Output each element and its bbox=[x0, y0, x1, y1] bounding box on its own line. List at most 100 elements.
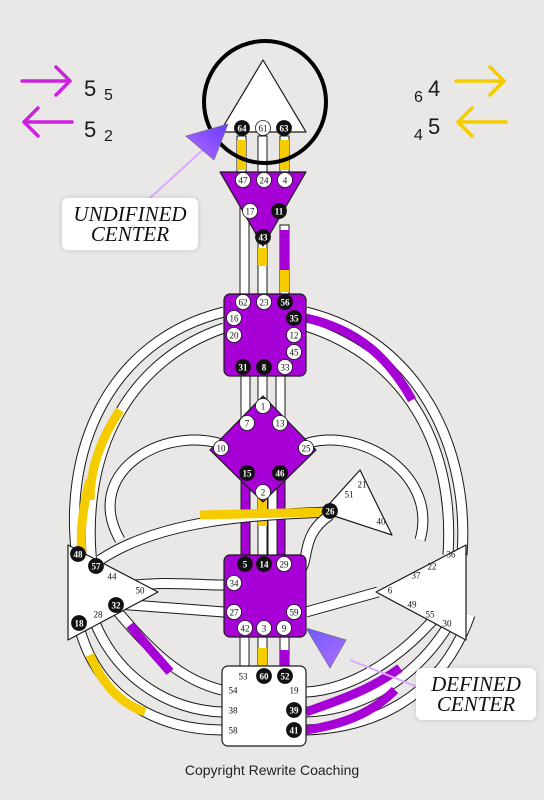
gate-55-label: 55 bbox=[426, 610, 436, 620]
copyright-text: Copyright Rewrite Coaching bbox=[184, 762, 360, 778]
gate-47-label: 47 bbox=[239, 176, 249, 186]
gate-50: 50 bbox=[136, 586, 146, 596]
gate-57-label: 57 bbox=[92, 562, 102, 572]
gate-10-label: 10 bbox=[217, 444, 227, 454]
gate-52-label: 52 bbox=[281, 672, 291, 682]
defined-callout-line2: CENTER bbox=[436, 692, 516, 716]
arrow-right-icon bbox=[454, 65, 506, 97]
gate-12-label: 12 bbox=[290, 331, 299, 341]
gate-44-label: 44 bbox=[108, 572, 118, 582]
left-arrow-2-big: 5 bbox=[84, 117, 96, 142]
gate-58-label: 58 bbox=[229, 726, 239, 736]
gate-32: 32 bbox=[108, 597, 124, 613]
gate-27-circle bbox=[226, 604, 242, 620]
right-arrow-1-big: 4 bbox=[428, 76, 440, 101]
gate-3-circle bbox=[256, 620, 272, 636]
undefined-callout-line1: UNDIFINED bbox=[73, 202, 187, 226]
gate-21-label: 21 bbox=[358, 480, 367, 490]
ego-center bbox=[321, 469, 393, 536]
gate-25-circle bbox=[298, 440, 314, 456]
gate-18-label: 18 bbox=[75, 619, 85, 629]
gate-32-label: 32 bbox=[112, 601, 122, 611]
gate-5-label: 5 bbox=[243, 560, 248, 570]
gate-61-label: 61 bbox=[259, 124, 268, 134]
gate-11-label: 11 bbox=[275, 207, 284, 217]
gate-32-circle bbox=[108, 597, 124, 613]
gate-39: 39 bbox=[286, 702, 302, 718]
gate-30-label: 30 bbox=[443, 619, 453, 629]
gate-22: 22 bbox=[428, 562, 437, 572]
gate-20: 20 bbox=[226, 327, 242, 343]
gate-41-circle bbox=[286, 722, 302, 738]
gate-33-label: 33 bbox=[281, 363, 291, 373]
gate-15-circle bbox=[239, 465, 255, 481]
gate-39-label: 39 bbox=[290, 706, 300, 716]
gate-53-label: 53 bbox=[239, 672, 249, 682]
gate-29: 29 bbox=[276, 556, 292, 572]
gate-49-label: 49 bbox=[408, 600, 418, 610]
gate-13-label: 13 bbox=[276, 419, 286, 429]
gate-27: 27 bbox=[226, 604, 242, 620]
curved-channels bbox=[69, 306, 476, 736]
gate-8: 8 bbox=[256, 359, 272, 375]
gate-29-circle bbox=[276, 556, 292, 572]
g-center bbox=[209, 395, 317, 503]
gate-54-label: 54 bbox=[229, 686, 239, 696]
gate-60-circle bbox=[256, 668, 272, 684]
gate-48: 48 bbox=[70, 546, 86, 562]
gate-57-circle bbox=[88, 558, 104, 574]
gate-14-label: 14 bbox=[260, 560, 270, 570]
gate-45-label: 45 bbox=[290, 348, 300, 358]
gate-36-label: 36 bbox=[447, 550, 457, 560]
gate-3: 3 bbox=[256, 620, 272, 636]
gate-52: 52 bbox=[277, 668, 293, 684]
gate-64-label: 64 bbox=[238, 124, 248, 134]
gate-26: 26 bbox=[322, 503, 338, 519]
gate-23-circle bbox=[256, 294, 272, 310]
gate-1-circle bbox=[255, 398, 271, 414]
gate-46-label: 46 bbox=[276, 469, 286, 479]
gate-48-label: 48 bbox=[74, 550, 84, 560]
gate-41-label: 41 bbox=[290, 726, 300, 736]
gate-51-label: 51 bbox=[345, 490, 354, 500]
gate-14-circle bbox=[256, 556, 272, 572]
gate-19: 19 bbox=[290, 686, 300, 696]
gate-21: 21 bbox=[358, 480, 367, 490]
gate-59: 59 bbox=[286, 604, 302, 620]
gate-38: 38 bbox=[229, 706, 239, 716]
gate-16-label: 16 bbox=[230, 314, 240, 324]
gate-19-label: 19 bbox=[290, 686, 300, 696]
gate-15-label: 15 bbox=[243, 469, 253, 479]
gate-44: 44 bbox=[108, 572, 118, 582]
gate-40-label: 40 bbox=[377, 517, 387, 527]
gate-25: 25 bbox=[298, 440, 314, 456]
gate-56: 56 bbox=[277, 294, 293, 310]
gate-33: 33 bbox=[277, 359, 293, 375]
gate-63-label: 63 bbox=[280, 124, 290, 134]
gate-5-circle bbox=[237, 556, 253, 572]
gate-11: 11 bbox=[271, 203, 287, 219]
gate-10: 10 bbox=[213, 440, 229, 456]
gate-13-circle bbox=[272, 415, 288, 431]
gate-64-circle bbox=[234, 120, 250, 136]
gate-9: 9 bbox=[276, 620, 292, 636]
gate-4-circle bbox=[277, 172, 293, 188]
gate-56-circle bbox=[277, 294, 293, 310]
gate-6-label: 6 bbox=[388, 586, 393, 596]
undefined-callout-line2: CENTER bbox=[90, 222, 170, 246]
gate-7: 7 bbox=[239, 415, 255, 431]
gate-62-label: 62 bbox=[239, 298, 248, 308]
gate-37: 37 bbox=[412, 571, 422, 581]
gate-56-label: 56 bbox=[281, 298, 291, 308]
arrow-left-icon bbox=[22, 106, 74, 138]
gate-47: 47 bbox=[235, 172, 251, 188]
gate-41: 41 bbox=[286, 722, 302, 738]
gate-37-label: 37 bbox=[412, 571, 422, 581]
gate-29-label: 29 bbox=[280, 560, 290, 570]
gate-52-circle bbox=[277, 668, 293, 684]
gate-28: 28 bbox=[94, 610, 104, 620]
gate-17-label: 17 bbox=[246, 207, 256, 217]
gate-34: 34 bbox=[226, 575, 242, 591]
gate-59-label: 59 bbox=[290, 608, 300, 618]
